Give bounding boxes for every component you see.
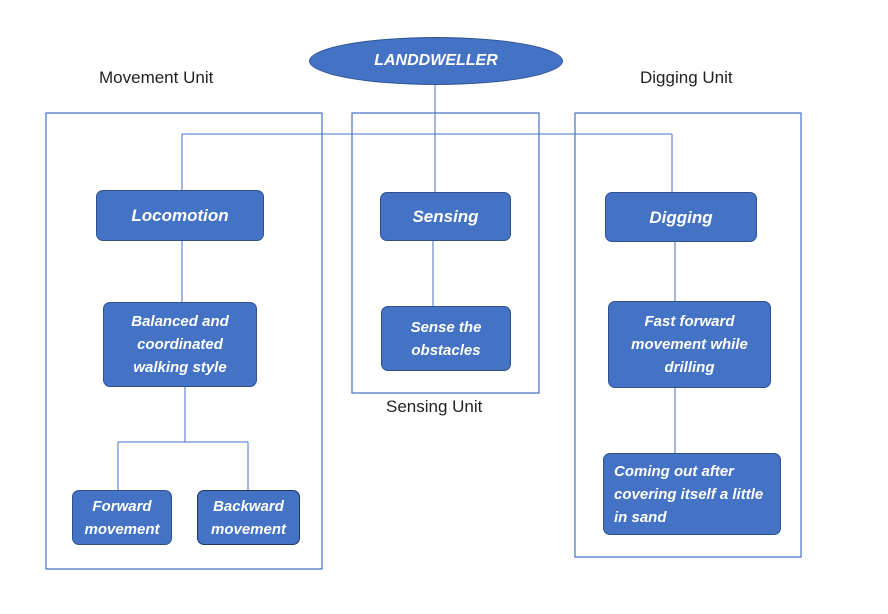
locomotion-node: Locomotion (96, 190, 264, 241)
forward-movement-node: Forward movement (72, 490, 172, 545)
backward-movement-node: Backward movement (197, 490, 300, 545)
sensing-node: Sensing (380, 192, 511, 241)
sensing-unit-label: Sensing Unit (386, 397, 483, 416)
movement-unit-frame (45, 112, 323, 570)
sensing-unit-frame (351, 112, 540, 394)
connector-lines (117, 85, 676, 490)
fast-forward-drilling-node: Fast forward movement while drilling (608, 301, 771, 388)
root-landdweller-node: LANDDWELLER (309, 37, 563, 85)
sense-obstacles-node: Sense the obstacles (381, 306, 511, 371)
digging-node: Digging (605, 192, 757, 242)
movement-unit-label: Movement Unit (99, 68, 214, 87)
coming-out-node: Coming out after covering itself a littl… (603, 453, 781, 535)
balanced-walking-node: Balanced and coordinated walking style (103, 302, 257, 387)
digging-unit-label: Digging Unit (640, 68, 733, 87)
digging-unit-frame (574, 112, 802, 558)
